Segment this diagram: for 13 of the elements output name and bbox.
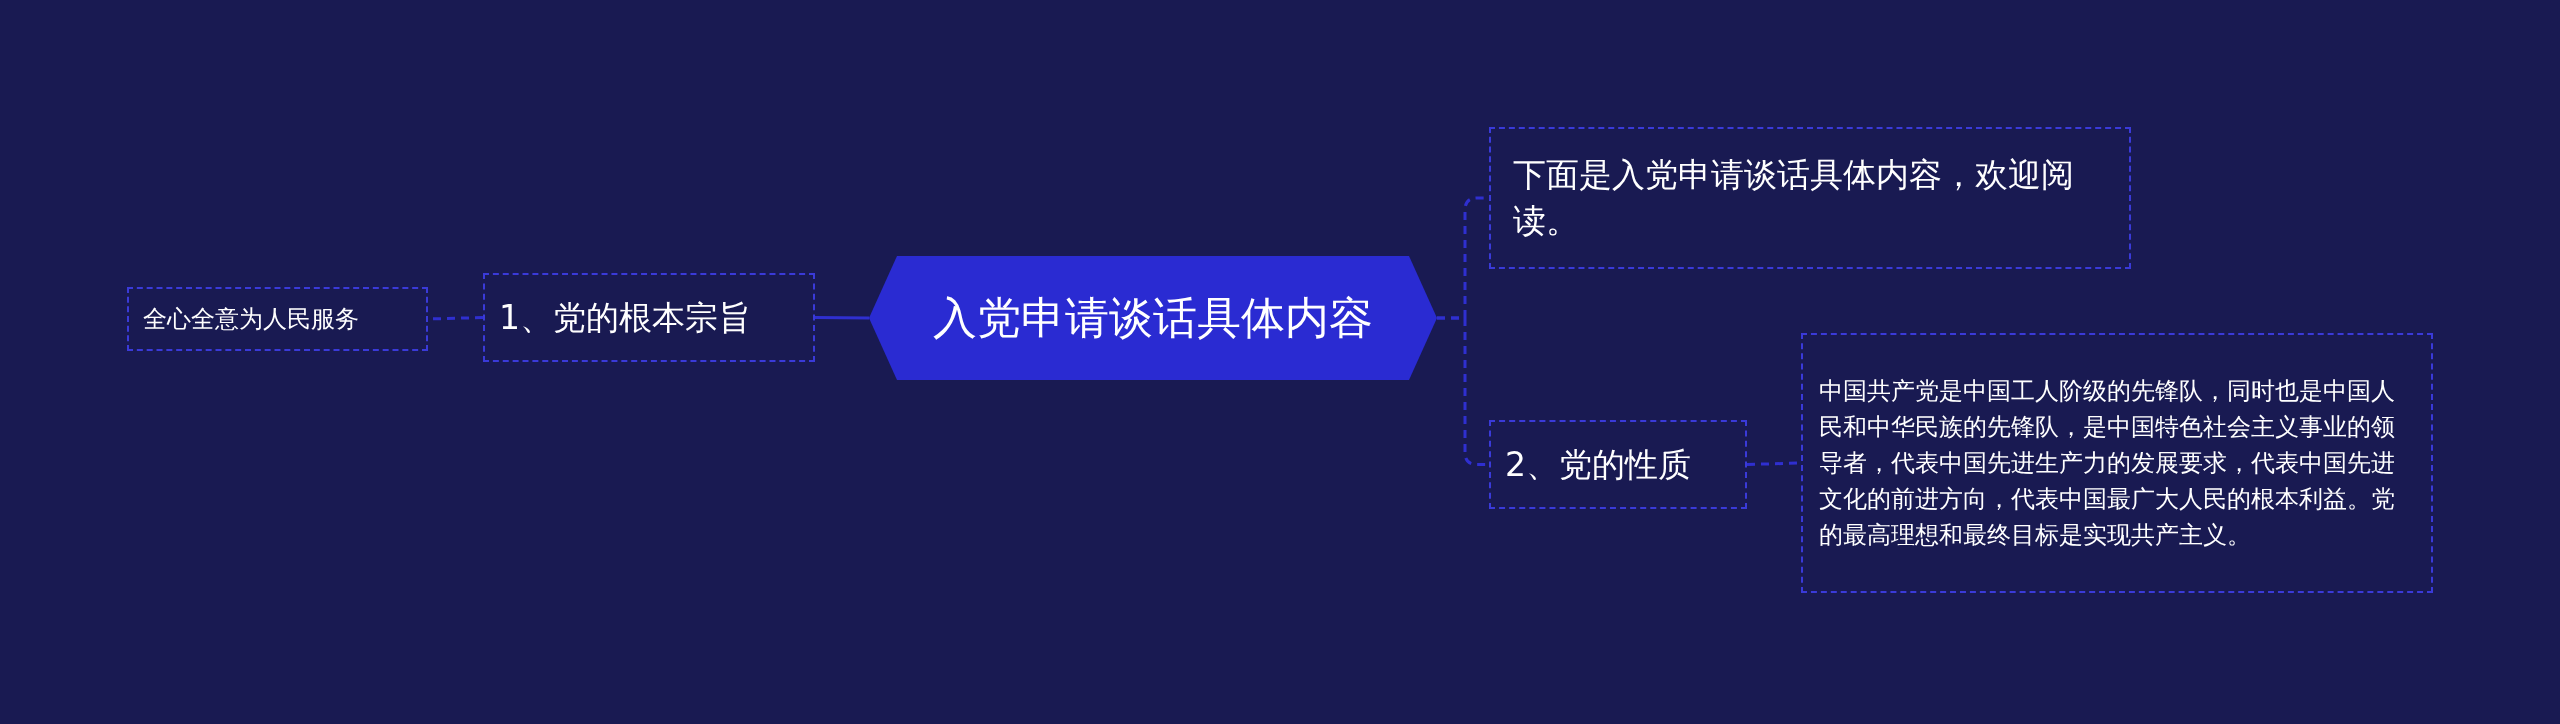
node-text: 下面是入党申请谈话具体内容，欢迎阅读。 bbox=[1513, 154, 2075, 242]
intro-box bbox=[1489, 127, 2131, 269]
branch-box bbox=[483, 273, 815, 362]
node-text: 1、党的根本宗旨 bbox=[499, 296, 751, 339]
branch-box bbox=[1489, 420, 1747, 509]
topic-hexagon bbox=[869, 256, 1437, 380]
leaf-box bbox=[127, 287, 428, 351]
text-box bbox=[1801, 333, 2433, 593]
node-text: 中国共产党是中国工人阶级的先锋队，同时也是中国人民和中华民族的先锋队，是中国特色社会主义事业的领导者，代表中国先进生产力的发展要求，代表中国先进文化的前进方向，代表中国最广大人民的根本利益。党的最高理想和最终目标是实现共产主义。 bbox=[1819, 376, 2396, 551]
node-text: 2、党的性质 bbox=[1505, 443, 1691, 486]
connector-line bbox=[815, 316, 869, 320]
node-text: 入党申请谈话具体内容 bbox=[933, 291, 1373, 345]
node-text: 全心全意为人民服务 bbox=[143, 304, 359, 335]
